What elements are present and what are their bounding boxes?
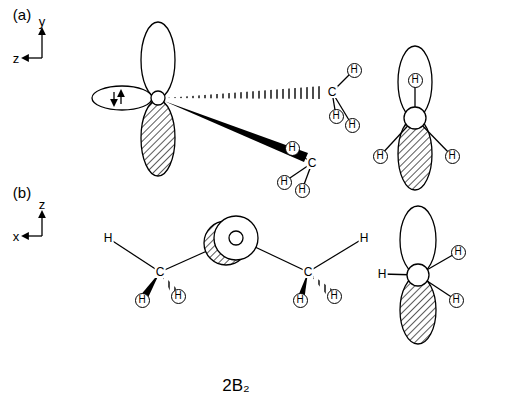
atom-symbol: H bbox=[350, 65, 357, 75]
hydrogen-atom: H bbox=[345, 118, 360, 133]
atom-symbol: H bbox=[452, 295, 459, 305]
hydrogen-atom: H bbox=[445, 149, 460, 164]
hydrogen-atom: H bbox=[329, 109, 344, 124]
atom-label: H bbox=[359, 232, 370, 244]
atom-symbol: H bbox=[348, 120, 355, 130]
atom-symbol: H bbox=[330, 291, 337, 301]
axis-label: z bbox=[13, 52, 20, 65]
axis-label: y bbox=[39, 15, 46, 28]
panel-label: (a) bbox=[13, 7, 31, 22]
hydrogen-atom: H bbox=[135, 293, 150, 308]
atom-symbol: H bbox=[376, 151, 383, 161]
atom-label: H bbox=[377, 268, 388, 280]
hydrogen-atom: H bbox=[293, 293, 308, 308]
atom-symbol: H bbox=[411, 75, 418, 85]
atom-symbol: H bbox=[174, 291, 181, 301]
hydrogen-atom: H bbox=[449, 293, 464, 308]
atom-symbol: H bbox=[288, 143, 295, 153]
hydrogen-atom: H bbox=[327, 289, 342, 304]
hydrogen-atom: H bbox=[451, 245, 466, 260]
atom-symbol: H bbox=[298, 185, 305, 195]
p-orbital bbox=[92, 22, 354, 190]
axis-label: z bbox=[39, 198, 46, 211]
axis-label: x bbox=[13, 230, 20, 243]
panel-label: (b) bbox=[13, 185, 31, 200]
p-orbital bbox=[108, 216, 364, 302]
hydrogen-atom: H bbox=[171, 289, 186, 304]
hydrogen-atom: H bbox=[277, 175, 292, 190]
hydrogen-atom: H bbox=[295, 183, 310, 198]
atom-symbol: H bbox=[296, 295, 303, 305]
atom-symbol: H bbox=[138, 295, 145, 305]
atom-symbol: H bbox=[280, 177, 287, 187]
hydrogen-atom: H bbox=[347, 63, 362, 78]
hydrogen-atom: H bbox=[373, 149, 388, 164]
atom-label: C bbox=[327, 86, 338, 98]
atom-symbol: H bbox=[454, 247, 461, 257]
newman-projection bbox=[380, 46, 452, 190]
atom-label: C bbox=[155, 266, 166, 278]
hydrogen-atom: H bbox=[285, 141, 300, 156]
newman-projection bbox=[382, 206, 458, 344]
atom-symbol: H bbox=[332, 111, 339, 121]
atom-label: C bbox=[307, 157, 318, 169]
atom-label: C bbox=[303, 266, 314, 278]
atom-label: H bbox=[103, 232, 114, 244]
hydrogen-atom: H bbox=[408, 73, 423, 88]
atom-symbol: H bbox=[448, 151, 455, 161]
caption: 2B₂ bbox=[222, 377, 249, 394]
